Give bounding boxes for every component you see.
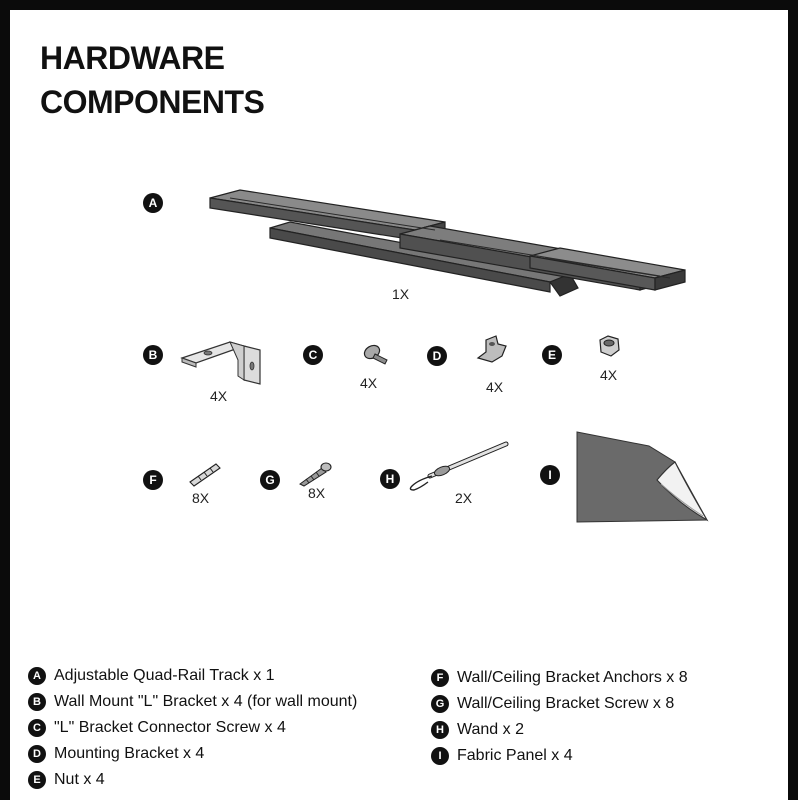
mounting-bracket-illustration bbox=[476, 335, 507, 363]
part-f-badge: F bbox=[143, 470, 163, 490]
part-c-quantity: 4X bbox=[360, 375, 378, 391]
legend-text: Nut x 4 bbox=[54, 771, 105, 788]
title-line-2: COMPONENTS bbox=[40, 84, 265, 120]
legend-text: Mounting Bracket x 4 bbox=[54, 745, 205, 762]
legend-badge: D bbox=[28, 745, 46, 763]
part-d-badge: D bbox=[427, 346, 447, 366]
part-g-quantity: 8X bbox=[308, 485, 326, 501]
legend-badge: H bbox=[431, 721, 449, 739]
part-a-quantity: 1X bbox=[392, 286, 410, 302]
legend-badge: F bbox=[431, 669, 449, 687]
legend-text: "L" Bracket Connector Screw x 4 bbox=[54, 719, 286, 736]
legend-badge: G bbox=[431, 695, 449, 713]
part-h-badge: H bbox=[380, 469, 400, 489]
legend-text: Wall/Ceiling Bracket Anchors x 8 bbox=[457, 669, 688, 686]
legend-text: Wand x 2 bbox=[457, 721, 524, 738]
page-title: HARDWARE COMPONENTS bbox=[40, 36, 265, 124]
bracket-screw-illustration bbox=[299, 462, 332, 487]
part-d-quantity: 4X bbox=[486, 379, 504, 395]
l-bracket-illustration bbox=[180, 341, 261, 385]
part-e-badge: E bbox=[542, 345, 562, 365]
legend-badge: B bbox=[28, 693, 46, 711]
legend-text: Adjustable Quad-Rail Track x 1 bbox=[54, 667, 275, 684]
part-f-quantity: 8X bbox=[192, 490, 210, 506]
fabric-panel-illustration bbox=[576, 431, 709, 523]
nut-illustration bbox=[599, 335, 620, 357]
part-e-quantity: 4X bbox=[600, 367, 618, 383]
part-c-badge: C bbox=[303, 345, 323, 365]
wall-anchor-illustration bbox=[189, 463, 221, 487]
quad-rail-track-illustration bbox=[209, 189, 686, 297]
part-i-badge: I bbox=[540, 465, 560, 485]
title-line-1: HARDWARE bbox=[40, 40, 225, 76]
wand-illustration bbox=[409, 441, 509, 491]
legend-badge: I bbox=[431, 747, 449, 765]
connector-screw-illustration bbox=[363, 344, 388, 365]
instruction-sheet: HARDWARE COMPONENTS A bbox=[10, 10, 788, 800]
legend-badge: C bbox=[28, 719, 46, 737]
part-b-badge: B bbox=[143, 345, 163, 365]
legend-text: Wall Mount "L" Bracket x 4 (for wall mou… bbox=[54, 693, 358, 710]
legend-text: Wall/Ceiling Bracket Screw x 8 bbox=[457, 695, 675, 712]
part-a-badge: A bbox=[143, 193, 163, 213]
legend-badge: A bbox=[28, 667, 46, 685]
part-h-quantity: 2X bbox=[455, 490, 473, 506]
part-b-quantity: 4X bbox=[210, 388, 228, 404]
legend-badge: E bbox=[28, 771, 46, 789]
part-g-badge: G bbox=[260, 470, 280, 490]
legend-text: Fabric Panel x 4 bbox=[457, 747, 573, 764]
